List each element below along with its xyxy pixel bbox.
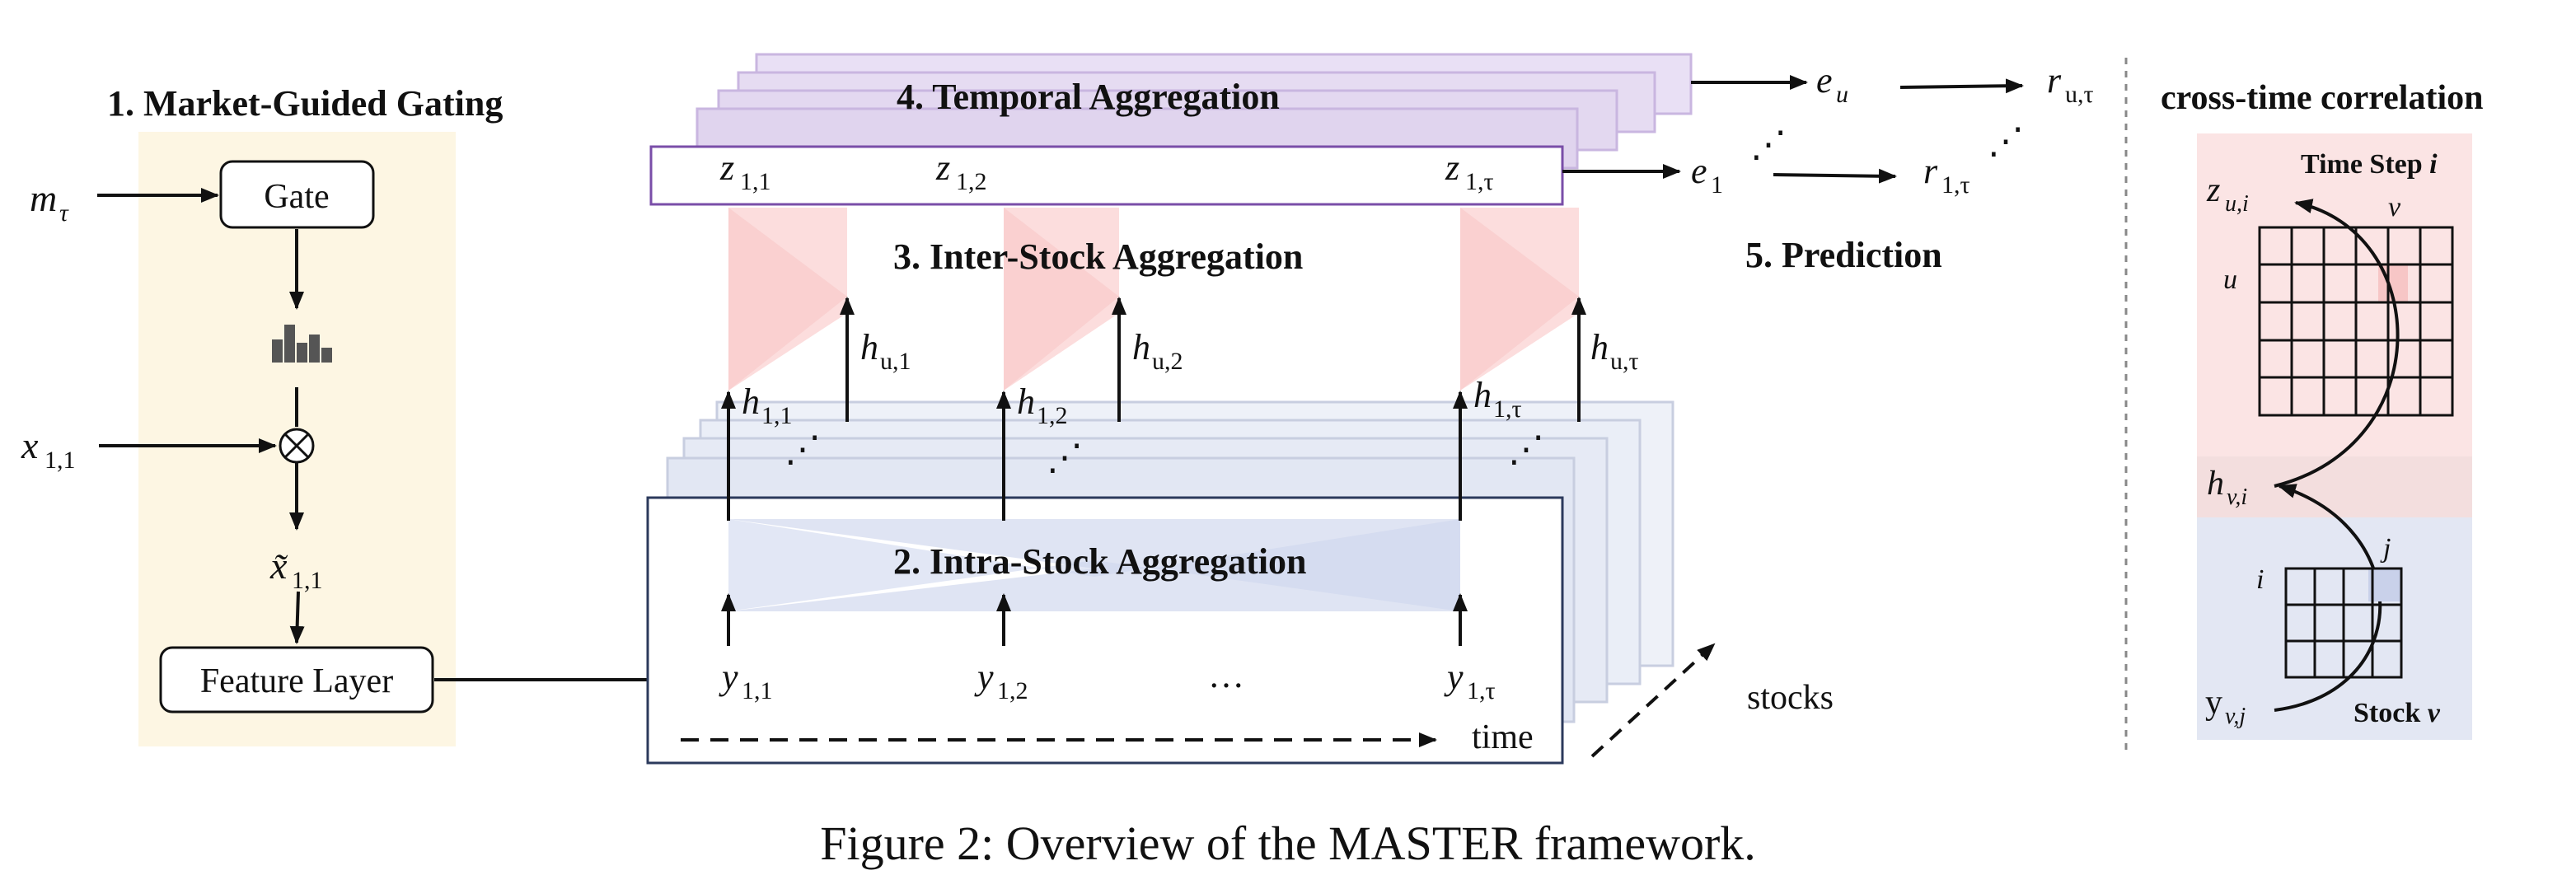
e-1-sub: 1 [1711,171,1723,199]
h-dots-1: ⋰ [785,429,821,470]
time-step-label: Time Step i [2301,149,2438,180]
e-1-label: e [1691,151,1707,191]
z-ui-sub: u,i [2225,191,2249,217]
attention-grid-large [2258,226,2454,417]
h-right-2-sub: u,2 [1152,348,1183,375]
stock-input-x: x [21,424,39,466]
h-dots-3: ⋰ [1508,429,1544,470]
correlation-band [2197,456,2472,517]
y-label-2-sub: 1,2 [997,677,1028,704]
intra-stock-title: 2. Intra-Stock Aggregation [893,541,1307,582]
h-to-z-curve-arrow [2274,199,2400,488]
time-label: time [1472,718,1534,756]
e-u-label: e [1816,60,1833,101]
h-right-1-sub: u,1 [880,348,911,375]
h-right-tau-sub: u,τ [1610,348,1639,375]
e1-to-r1-arrow [1773,168,1897,184]
market-input-m: m [30,177,57,219]
y-label-tau-sub: 1,τ [1467,677,1496,704]
z-label-tau: z [1445,147,1459,188]
z-label-2-sub: 1,2 [956,168,987,195]
market-input-m-sub: τ [59,199,69,227]
h-right-tau: h [1590,327,1609,367]
z-label-tau-sub: 1,τ [1465,168,1494,195]
eu-to-ru-arrow [1899,78,2024,94]
h-dots-2: ⋰ [1047,437,1083,478]
y-ellipsis: … [1208,655,1244,695]
feature-layer-box [159,646,434,714]
z-ui-label: z [2206,171,2220,209]
h-left-2: h [1017,381,1035,422]
y-label-1: y [719,657,738,697]
gated-feature-x-sub: 1,1 [292,567,323,594]
r-1-label: r [1923,151,1938,191]
prediction-dots-2: ⋰ [1988,121,2024,161]
figure-caption: Figure 2: Overview of the MASTER framewo… [820,816,1756,870]
prediction-title: 5. Prediction [1745,235,1942,275]
r-1-sub: 1,τ [1941,171,1970,199]
correlation-pink-bg [2197,133,2472,456]
stock-v-label: Stock v [2354,698,2441,728]
h-left-1-sub: 1,1 [761,402,793,429]
multiply-operator-icon [279,428,315,464]
y-vj-label: y [2205,684,2222,722]
correlation-section: cross-time correlation Time Step i z u,i… [2161,79,2483,740]
h-vi-label: h [2207,465,2224,503]
gate-box [219,160,375,229]
z-label-2: z [935,147,950,188]
correlation-title: cross-time correlation [2161,79,2483,117]
r-u-label: r [2047,60,2062,101]
stocks-label: stocks [1747,679,1834,717]
feature-layer-label: Feature Layer [200,662,393,700]
j-label: j [2380,533,2391,564]
prediction-dots-1: ⋰ [1750,124,1787,165]
gated-feature-x: x̃ [269,545,288,587]
temporal-front-panel [649,145,1564,206]
h-left-tau-sub: 1,τ [1493,395,1522,423]
inter-stock-title: 3. Inter-Stock Aggregation [893,236,1303,277]
gate-label: Gate [264,178,329,216]
xtilde-to-feature-arrow [289,591,305,644]
h-right-2: h [1132,327,1150,367]
attention-grid-small [2284,567,2403,679]
stocks-axis-arrow [1590,643,1716,758]
inter-attention-shape-1b [728,208,847,391]
h-left-2-sub: 1,2 [1037,402,1068,429]
h-left-1: h [742,381,760,422]
intra-attention-shape-2 [728,519,1460,611]
inter-attention-shape-3b [1460,208,1579,391]
y-label-1-sub: 1,1 [742,677,773,704]
e-u-sub: u [1836,81,1848,108]
inter-stock-section: 3. Inter-Stock Aggregation h 1,1 h 1,2 h… [728,208,1639,478]
z-label-1-sub: 1,1 [740,168,771,195]
stock-input-x-sub: 1,1 [44,447,76,474]
inter-attention-shape-2b [1004,208,1119,391]
y-label-2: y [974,657,994,697]
i-label: i [2256,564,2264,595]
v-label: v [2388,192,2401,222]
z-label-1: z [719,147,734,188]
correlation-blue-bg [2197,517,2472,740]
gating-title: 1. Market-Guided Gating [107,83,503,124]
gating-section: 1. Market-Guided Gating m τ Gate x 1,1 [21,83,705,746]
y-to-h-curve-arrow [2274,484,2382,712]
gate-weights-bar-icon [272,325,332,363]
h-left-tau: h [1473,375,1492,415]
prediction-section: e u e 1 ⋰ r u,τ r 1,τ ⋰ 5. Prediction [1562,60,2094,275]
intra-stock-stack: 2. Intra-Stock Aggregation y 1,1 y 1,2 …… [646,391,1834,765]
y-label-tau: y [1444,657,1464,697]
h-right-1: h [860,327,878,367]
h-vi-sub: v,i [2227,484,2247,510]
u-label: u [2223,264,2237,295]
y-vj-sub: v,j [2225,704,2246,729]
r-u-sub: u,τ [2065,81,2094,108]
temporal-section: 4. Temporal Aggregation z 1,1 z 1,2 z 1,… [649,53,1693,206]
temporal-title: 4. Temporal Aggregation [897,77,1280,117]
